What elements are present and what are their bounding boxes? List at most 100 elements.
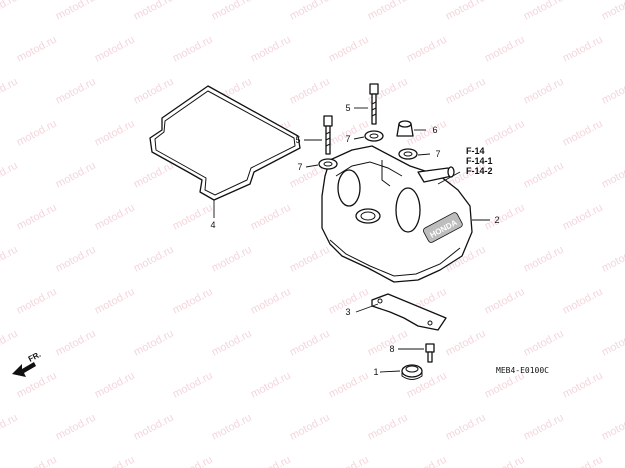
reference-f14-2: F-14-2 (466, 166, 493, 176)
watermark-text: motod.ru (561, 454, 605, 468)
watermark-text: motod.ru (522, 412, 566, 443)
watermark-text: motod.ru (54, 244, 98, 275)
watermark-text: motod.ru (171, 454, 215, 468)
watermark-text: motod.ru (15, 286, 59, 317)
watermark-text: motod.ru (561, 286, 605, 317)
callout-7-left: 7 (297, 162, 302, 172)
watermark-text: motod.ru (483, 286, 527, 317)
watermark-text: motod.ru (15, 34, 59, 65)
watermark-text: motod.ru (288, 76, 332, 107)
watermark-text: motod.ru (93, 202, 137, 233)
watermark-text: motod.ru (405, 454, 449, 468)
watermark-text: motod.ru (522, 0, 566, 23)
watermark-text: motod.ru (405, 34, 449, 65)
watermark-text: motod.ru (249, 202, 293, 233)
grommet (401, 364, 423, 380)
bracket-bolt (425, 343, 435, 363)
diagram-code: MEB4-E0100C (496, 366, 549, 375)
watermark-text: motod.ru (288, 328, 332, 359)
watermark-text: motod.ru (522, 244, 566, 275)
watermark-text: motod.ru (0, 76, 20, 107)
watermark-text: motod.ru (366, 328, 410, 359)
head-cover-gasket (149, 85, 301, 201)
watermark-text: motod.ru (132, 76, 176, 107)
watermark-text: motod.ru (327, 370, 371, 401)
watermark-text: motod.ru (132, 244, 176, 275)
watermark-text: motod.ru (132, 0, 176, 23)
watermark-text: motod.ru (54, 76, 98, 107)
watermark-text: motod.ru (249, 370, 293, 401)
callout-5-left: 5 (295, 135, 300, 145)
watermark-text: motod.ru (561, 118, 605, 149)
watermark-text: motod.ru (54, 412, 98, 443)
watermark-text: motod.ru (483, 118, 527, 149)
watermark-text: motod.ru (288, 244, 332, 275)
watermark-text: motod.ru (93, 454, 137, 468)
watermark-text: motod.ru (93, 34, 137, 65)
watermark-text: motod.ru (93, 286, 137, 317)
watermark-text: motod.ru (54, 328, 98, 359)
watermark-text: motod.ru (600, 76, 625, 107)
callout-6: 6 (432, 125, 437, 135)
callout-7-center: 7 (345, 134, 350, 144)
front-arrow: FR. (12, 350, 42, 377)
watermark-text: motod.ru (249, 34, 293, 65)
watermark-text: motod.ru (54, 160, 98, 191)
watermark-text: motod.ru (210, 328, 254, 359)
callout-2: 2 (494, 215, 499, 225)
watermark-text: motod.ru (483, 202, 527, 233)
watermark-text: motod.ru (210, 244, 254, 275)
watermark-text: motod.ru (0, 328, 20, 359)
watermark-text: motod.ru (561, 34, 605, 65)
watermark-text: motod.ru (132, 412, 176, 443)
watermark-text: motod.ru (366, 412, 410, 443)
watermark-text: motod.ru (522, 160, 566, 191)
watermark-text: motod.ru (600, 160, 625, 191)
watermark-text: motod.ru (600, 412, 625, 443)
callout-3: 3 (345, 307, 350, 317)
watermark-text: motod.ru (171, 202, 215, 233)
bolt-center (364, 83, 384, 142)
watermark-text: motod.ru (600, 328, 625, 359)
bracket (371, 293, 447, 331)
watermark-text: motod.ru (54, 0, 98, 23)
watermark-text: motod.ru (561, 370, 605, 401)
callout-7-right: 7 (435, 149, 440, 159)
watermark-text: motod.ru (93, 370, 137, 401)
reference-f14: F-14 (466, 146, 485, 156)
watermark-text: motod.ru (483, 34, 527, 65)
watermark-text: motod.ru (210, 412, 254, 443)
watermark-text: motod.ru (444, 0, 488, 23)
watermark-text: motod.ru (15, 118, 59, 149)
watermark-text: motod.ru (327, 34, 371, 65)
front-label: FR. (27, 350, 43, 364)
watermark-text: motod.ru (522, 76, 566, 107)
leader-lines (213, 107, 490, 373)
bolt-left (318, 115, 338, 170)
watermark-text: motod.ru (0, 412, 20, 443)
callout-5-center: 5 (345, 103, 350, 113)
watermark-text: motod.ru (171, 286, 215, 317)
watermark-text: motod.ru (366, 0, 410, 23)
watermark-text: motod.ru (600, 244, 625, 275)
watermark-text: motod.ru (561, 202, 605, 233)
watermark-text: motod.ru (0, 244, 20, 275)
watermark-text: motod.ru (132, 328, 176, 359)
watermark-text: motod.ru (249, 454, 293, 468)
watermark-text: motod.ru (288, 0, 332, 23)
watermark-text: motod.ru (483, 454, 527, 468)
watermark-text: motod.ru (0, 0, 20, 23)
watermark-text: motod.ru (444, 412, 488, 443)
watermark-text: motod.ru (600, 0, 625, 23)
watermark-text: motod.ru (171, 34, 215, 65)
cap-nut (396, 120, 418, 160)
callout-4: 4 (210, 220, 215, 230)
watermark-text: motod.ru (288, 412, 332, 443)
watermark-text: motod.ru (15, 202, 59, 233)
cylinder-head-cover: HONDA (321, 145, 473, 283)
watermark-text: motod.ru (93, 118, 137, 149)
watermark-text: motod.ru (132, 160, 176, 191)
watermark-text: motod.ru (171, 370, 215, 401)
